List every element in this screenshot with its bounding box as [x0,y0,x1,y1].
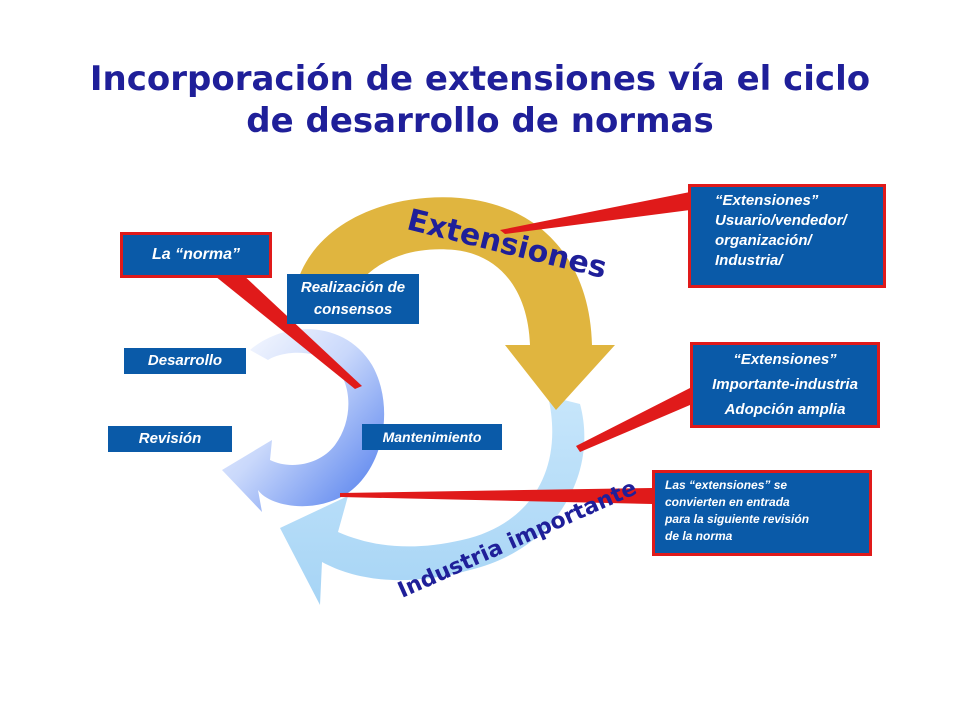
entrada-pointer [340,488,652,504]
norma-pointer [210,272,362,389]
extensiones-arrow [295,197,615,410]
page-title: Incorporación de extensiones vía el cicl… [60,58,900,142]
revision-label: Revisión [108,426,232,452]
consensos-label: Realización de consensos [287,274,419,324]
mantenimiento-label: Mantenimiento [362,424,502,450]
industria-arrow [280,396,585,605]
norma-cycle-arrow [222,329,385,512]
norma-callout: La “norma” [120,232,272,278]
title-line-1: Incorporación de extensiones vía el cicl… [89,59,871,99]
extensiones-usuario-pointer [500,192,690,234]
extensiones-importante-callout: “Extensiones” Importante-industria Adopc… [690,342,880,428]
extensiones-usuario-callout: “Extensiones” Usuario/vendedor/ organiza… [688,184,886,288]
desarrollo-label: Desarrollo [124,348,246,374]
title-line-2: de desarrollo de normas [246,101,714,141]
extensiones-importante-pointer [576,388,690,452]
entrada-callout: Las “extensiones” se convierten en entra… [652,470,872,556]
